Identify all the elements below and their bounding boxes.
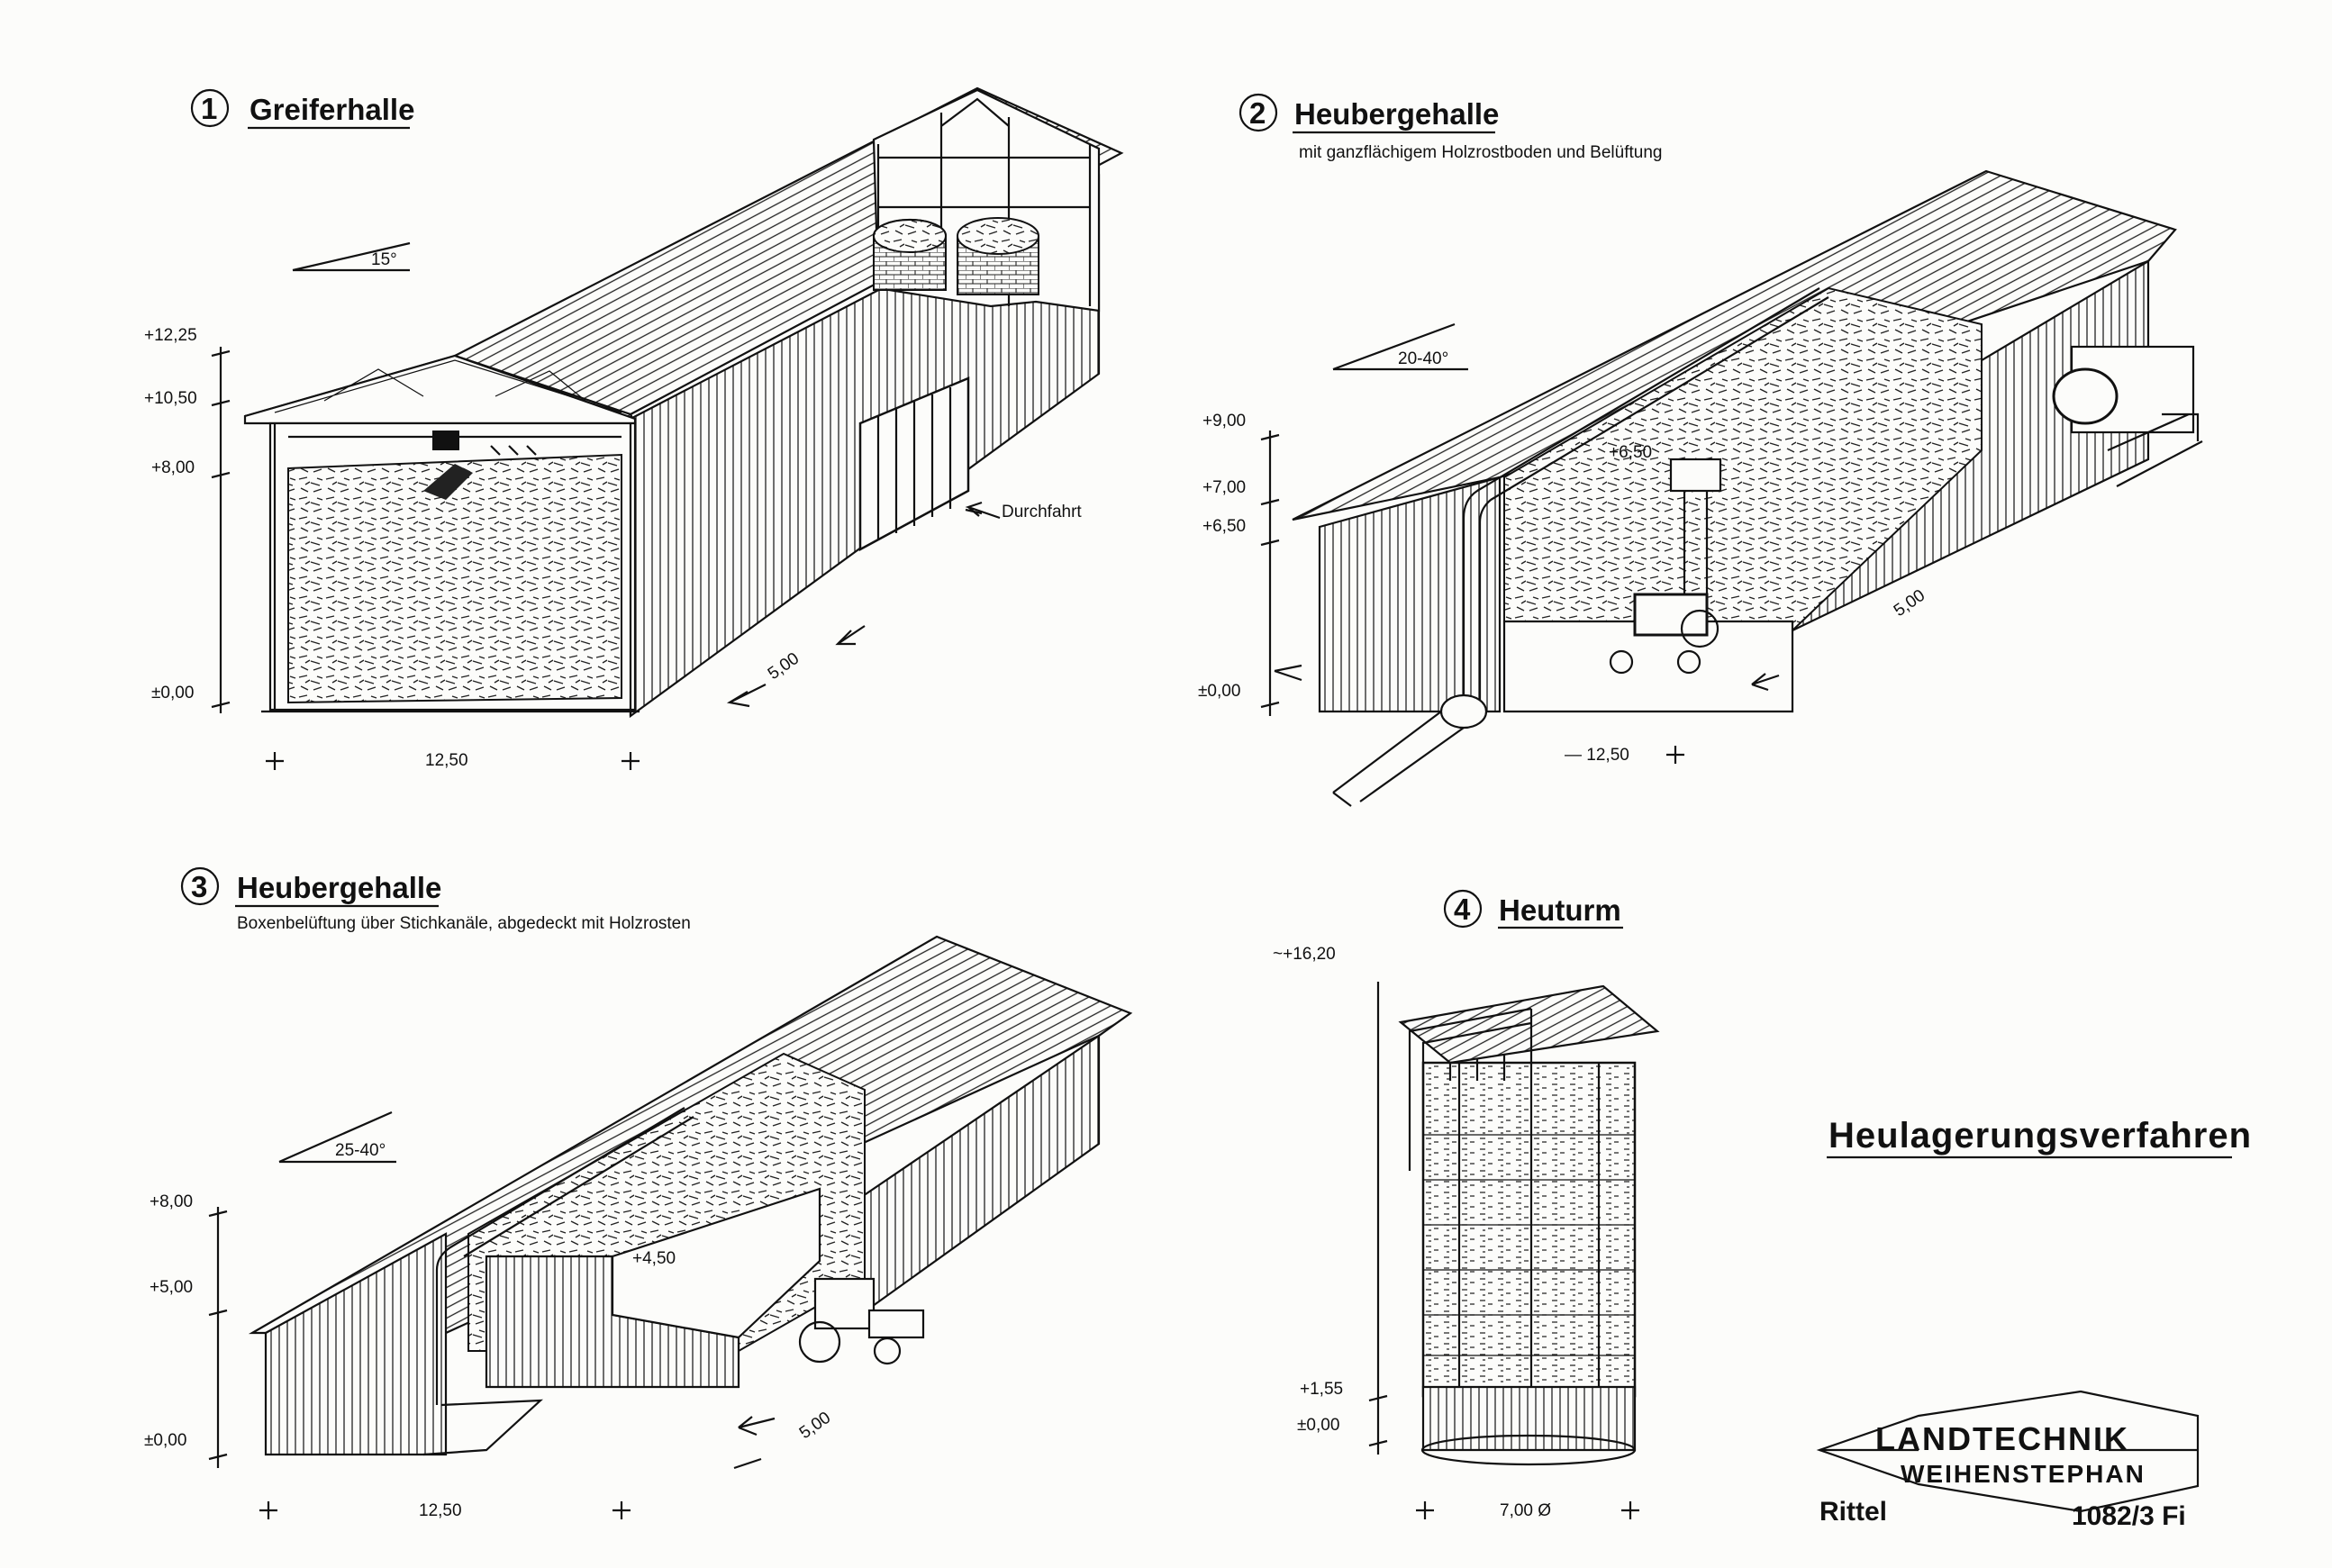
panel-2-inner-level: +6,50 [1609, 443, 1652, 462]
landtechnik-logo: LANDTECHNIK WEIHENSTEPHAN [1816, 1390, 2200, 1513]
panel-3-inner-level: +4,50 [632, 1249, 676, 1268]
panel-4-level-1: ~+16,20 [1273, 945, 1336, 964]
title-block: Heulagerungsverfahren LANDTECHNIK WEIHEN… [1816, 1116, 2252, 1531]
panel-1-note: Durchfahrt [1002, 503, 1082, 521]
panel-4-level-3: ±0,00 [1297, 1416, 1339, 1435]
panel-2-width: — 12,50 [1565, 746, 1629, 765]
main-title: Heulagerungsverfahren [1828, 1116, 2252, 1156]
panel-3-number: 3 [191, 870, 207, 903]
panel-4-number: 4 [1454, 893, 1471, 926]
panel-1-level-1: +12,25 [144, 326, 197, 345]
panel-2-subtitle: mit ganzflächigem Holzrostboden und Belü… [1299, 143, 1662, 162]
panel-1-greiferhalle: 15° +12,25 +10,50 +8,00 ±0,00 12,50 5,00… [144, 86, 1124, 770]
author: Rittel [1819, 1497, 1887, 1527]
panel-4-level-2: +1,55 [1300, 1380, 1343, 1399]
panel-1-angle: 15° [371, 250, 397, 269]
panel-1-length: 5,00 [765, 649, 803, 684]
panel-1-width: 12,50 [425, 751, 468, 770]
panel-1-level-3: +8,00 [151, 458, 195, 477]
panel-3-level-2: +5,00 [150, 1278, 193, 1297]
panel-4-tower [1421, 1061, 1637, 1398]
panel-2-title: Heubergehalle [1294, 97, 1499, 131]
panel-2-level-2: +7,00 [1202, 478, 1246, 497]
panel-2-level-3: +6,50 [1202, 517, 1246, 536]
panel-4-heuturm: ~+16,20 +1,55 ±0,00 7,00 Ø 4 Heuturm [1273, 889, 1660, 1520]
panel-1-level-2: +10,50 [144, 389, 197, 408]
panel-1-level-4: ±0,00 [151, 684, 194, 702]
panel-1-number: 1 [201, 92, 217, 125]
panel-2-level-4: ±0,00 [1198, 682, 1240, 701]
panel-4-diameter: 7,00 Ø [1500, 1501, 1551, 1520]
logo-line-1: LANDTECHNIK [1875, 1420, 2129, 1457]
panel-3-subtitle: Boxenbelüftung über Stichkanäle, abgedec… [237, 914, 691, 933]
panel-2-length: 5,00 [1891, 586, 1928, 621]
panel-1-angle-mark: 15° [292, 241, 411, 272]
panel-1-title: Greiferhalle [250, 93, 414, 126]
panel-3-title: Heubergehalle [237, 871, 441, 904]
panel-3-level-1: +8,00 [150, 1192, 193, 1211]
panel-2-level-1: +9,00 [1202, 412, 1246, 431]
panel-2-angle: 20-40° [1398, 349, 1448, 368]
panel-3-angle: 25-40° [335, 1141, 386, 1160]
panel-3-level-3: ±0,00 [144, 1431, 186, 1450]
panel-4-title: Heuturm [1499, 893, 1621, 927]
drawing-number: 1082/3 Fi [2072, 1501, 2186, 1531]
panel-3-width: 12,50 [419, 1501, 462, 1520]
panel-2-number: 2 [1249, 96, 1266, 130]
panel-3-length: 5,00 [796, 1409, 834, 1443]
logo-line-2: WEIHENSTEPHAN [1901, 1460, 2146, 1488]
panel-3-heubergehalle: 25-40° +8,00 +5,00 ±0,00 +4,50 12,50 5,0… [144, 866, 1133, 1520]
panel-2-heubergehalle: 20-40° +9,00 +7,00 +6,50 ±0,00 +6,50 — 1… [1198, 93, 2203, 807]
